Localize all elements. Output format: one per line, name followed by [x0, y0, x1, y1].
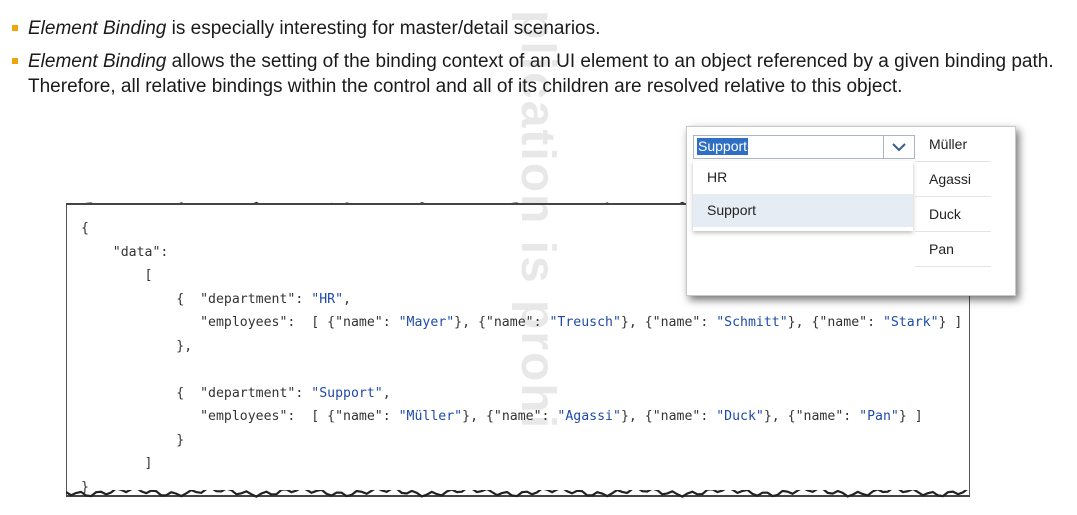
code-token: { "department":: [81, 385, 312, 401]
list-item[interactable]: Agassi: [915, 162, 991, 197]
code-string: "Schmitt": [716, 315, 788, 330]
bullet-text: allows the setting of the binding contex…: [28, 51, 1054, 97]
torn-edge-line: [66, 490, 968, 498]
dropdown-item-support[interactable]: Support: [693, 194, 913, 227]
department-dropdown-list: HR Support: [693, 161, 913, 231]
code-token: }: [81, 479, 89, 495]
code-token: "employees": [ {"name":: [81, 409, 399, 424]
dropdown-item-hr[interactable]: HR: [707, 169, 728, 185]
code-token: },: [81, 338, 193, 354]
bullet-list: Element Binding is especially interestin…: [12, 16, 1072, 107]
code-string: "Pan": [859, 409, 899, 424]
code-token: ,: [343, 291, 351, 307]
code-token: }, {"name":: [620, 315, 717, 330]
code-line: },: [81, 339, 192, 354]
torn-edge-bottom: [66, 490, 968, 498]
department-select[interactable]: Support: [693, 135, 915, 159]
code-token: {: [81, 221, 89, 236]
code-token: }, {"name":: [462, 409, 558, 424]
chevron-down-icon[interactable]: [883, 136, 914, 158]
code-token: }, {"name":: [620, 409, 717, 424]
code-string: "Duck": [716, 409, 764, 424]
code-token: "employees": [ {"name":: [81, 315, 399, 330]
code-string: "Support": [311, 385, 383, 401]
code-token: }, {"name":: [454, 315, 550, 330]
code-line: ]: [81, 456, 153, 471]
code-string: "Stark": [882, 315, 939, 330]
code-token: }, {"name":: [787, 315, 883, 330]
bullet-term: Element Binding: [28, 18, 167, 39]
code-string: "Treusch": [549, 315, 621, 330]
code-token: [: [81, 268, 153, 283]
code-line: }: [81, 433, 184, 448]
list-item[interactable]: Duck: [915, 197, 991, 232]
code-string: "Mayer": [398, 315, 455, 330]
code-token: }: [81, 432, 185, 448]
code-line: { "department": "HR",: [81, 292, 351, 307]
code-line: "employees": [ {"name": "Mayer"}, {"name…: [81, 315, 962, 330]
code-string: "Agassi": [557, 409, 621, 424]
code-line: }: [81, 480, 89, 495]
bullet-square-icon: [12, 58, 18, 64]
bullet-term: Element Binding: [28, 51, 167, 72]
code-line: { "department": "Support",: [81, 385, 391, 401]
code-line: "employees": [ {"name": "Müller"}, {"nam…: [81, 409, 923, 424]
code-line: [: [81, 268, 153, 283]
code-token: ]: [81, 456, 153, 471]
bullet-text: is especially interesting for master/det…: [166, 18, 601, 39]
bullet-square-icon: [12, 25, 18, 31]
list-item[interactable]: Pan: [915, 232, 991, 267]
code-token: { "department":: [81, 291, 312, 307]
json-code-block: { "data": [ { "department": "HR", "emplo…: [81, 217, 962, 499]
code-card: { "data": [ { "department": "HR", "emplo…: [66, 205, 970, 495]
department-select-value: Support: [697, 138, 749, 155]
bullet-item: Element Binding is especially interestin…: [12, 16, 1072, 41]
list-item[interactable]: Müller: [915, 127, 991, 162]
code-line: {: [81, 221, 89, 236]
code-string: "Müller": [398, 409, 463, 424]
code-token: ,: [382, 385, 391, 401]
code-token: "data":: [81, 244, 169, 260]
code-string: "HR": [311, 291, 344, 307]
code-token: } ]: [898, 409, 923, 424]
bullet-item: Element Binding allows the setting of th…: [12, 49, 1072, 99]
code-token: } ]: [938, 315, 963, 330]
code-token: }, {"name":: [763, 409, 860, 424]
code-line: "data":: [81, 244, 169, 260]
